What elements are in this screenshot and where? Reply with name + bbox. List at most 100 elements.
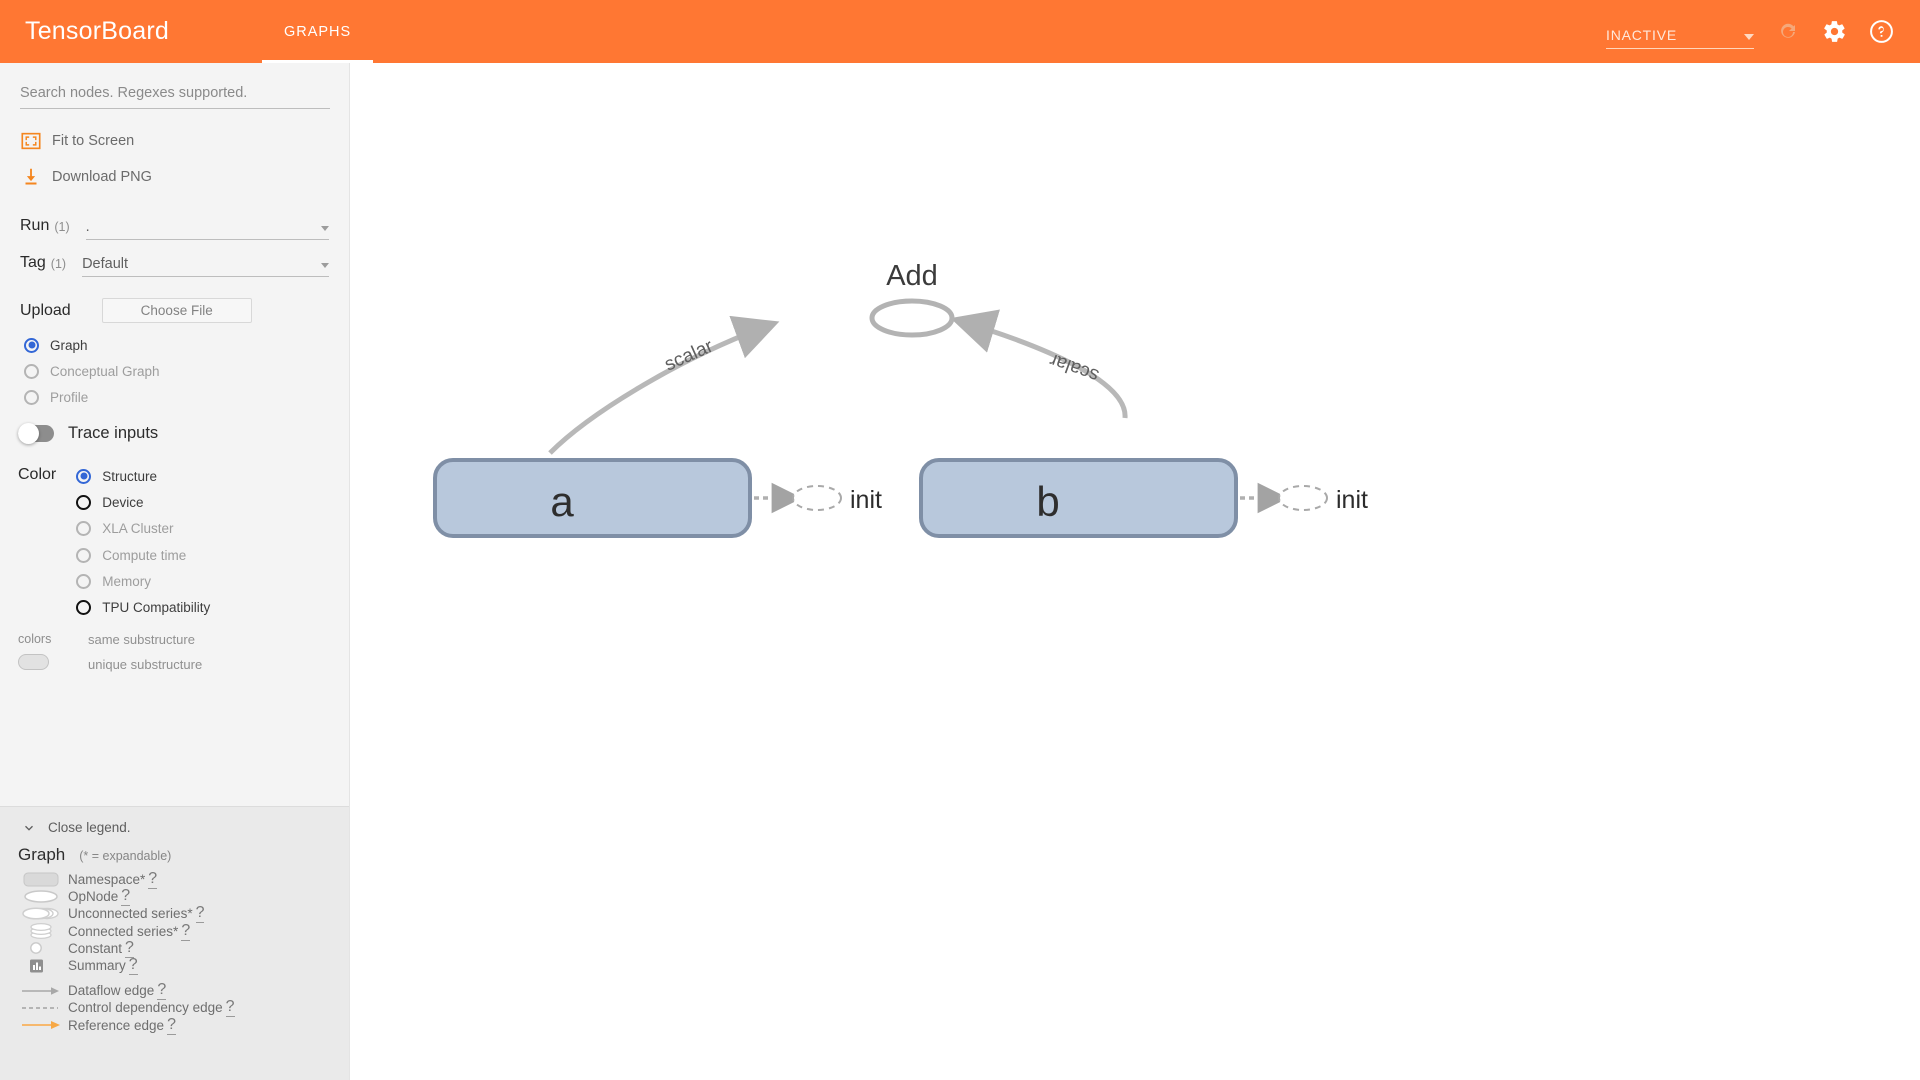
legend-help-namespace[interactable]: ? <box>148 870 158 890</box>
legend-help-dataflow-edge[interactable]: ? <box>157 981 167 1001</box>
legend-item-reference-edge-label: Reference edge <box>68 1017 165 1033</box>
legend-title: Graph <box>18 845 66 864</box>
node-init-b[interactable]: init <box>1278 485 1368 514</box>
help-icon[interactable] <box>1869 19 1894 44</box>
legend-item-unconnected-series: Unconnected series* ? <box>18 904 349 924</box>
legend-item-summary-label: Summary <box>68 958 126 974</box>
close-legend-button[interactable]: Close legend. <box>22 820 349 835</box>
graph-canvas[interactable]: scalar scalar Add a b init <box>350 63 1920 1080</box>
refresh-icon[interactable] <box>1776 20 1800 44</box>
graph-svg: scalar scalar Add a b init <box>433 260 1368 538</box>
node-a-label: a <box>550 478 574 525</box>
radio-structure[interactable]: Structure <box>76 463 210 489</box>
namespace-swatch-icon <box>18 872 64 887</box>
legend-subtitle: (* = expandable) <box>79 849 172 863</box>
same-substructure-label: same substructure <box>88 631 195 647</box>
download-icon <box>25 168 37 185</box>
legend-help-control-dependency-edge[interactable]: ? <box>225 998 235 1018</box>
radio-tpu-compatibility-label: TPU Compatibility <box>102 600 211 616</box>
search-input[interactable] <box>20 85 330 109</box>
unique-substructure-swatch-wrap <box>18 653 88 675</box>
radio-compute-time-label: Compute time <box>102 547 187 563</box>
node-init-a[interactable]: init <box>792 485 882 514</box>
control-dependency-edge-icon <box>18 1002 64 1014</box>
choose-file-button[interactable]: Choose File <box>101 298 252 323</box>
legend-item-control-dependency-edge: Control dependency edge ? <box>18 998 349 1018</box>
dropdown-underline <box>1606 47 1754 49</box>
radio-device-indicator <box>76 494 92 510</box>
legend-item-dataflow-edge-label: Dataflow edge <box>68 983 155 999</box>
legend-item-control-dependency-edge-label: Control dependency edge <box>68 1000 223 1016</box>
legend-item-connected-series: Connected series* ? <box>18 921 349 941</box>
legend-item-namespace-label: Namespace* <box>68 872 146 888</box>
legend-help-constant[interactable]: ? <box>125 938 134 958</box>
run-selector[interactable]: Run (1) . <box>20 207 329 240</box>
legend-help-opnode[interactable]: ? <box>121 887 131 907</box>
node-b-label: b <box>1036 478 1059 525</box>
radio-xla-cluster-label: XLA Cluster <box>102 521 174 537</box>
run-selector-count: (1) <box>54 220 70 234</box>
tab-graphs[interactable]: GRAPHS <box>261 0 374 63</box>
app-header: TensorBoard GRAPHS INACTIVE <box>0 0 1920 63</box>
fit-to-screen-icon <box>21 132 41 150</box>
radio-conceptual-graph-label: Conceptual Graph <box>50 363 160 379</box>
color-section-label: Color <box>18 466 57 483</box>
chevron-down-icon <box>321 226 329 231</box>
legend-item-constant-label: Constant <box>68 940 123 956</box>
nav-tabs: GRAPHS <box>261 0 374 63</box>
colors-unique-substructure-row: unique substructure <box>18 652 349 677</box>
node-init-a-shape <box>792 485 842 511</box>
node-add[interactable]: Add <box>869 260 955 338</box>
reference-edge-icon <box>18 1019 64 1031</box>
radio-conceptual-graph-indicator <box>24 363 39 379</box>
legend-help-unconnected-series[interactable]: ? <box>195 904 205 924</box>
upload-label: Upload <box>20 301 71 319</box>
radio-memory-label: Memory <box>102 573 151 589</box>
legend-item-opnode: OpNode ? <box>18 887 349 907</box>
tag-selector-box[interactable]: Default <box>82 251 329 277</box>
node-init-b-shape <box>1278 485 1328 511</box>
radio-xla-cluster-indicator <box>76 521 92 537</box>
unique-substructure-swatch <box>18 653 49 670</box>
fit-to-screen-button[interactable]: Fit to Screen <box>20 123 329 159</box>
color-section: Color Structure Device XLA Cluster Compu… <box>18 463 349 621</box>
legend-help-summary[interactable]: ? <box>128 956 138 976</box>
trace-inputs-track <box>18 423 54 444</box>
chevron-down-icon <box>321 263 329 268</box>
radio-graph[interactable]: Graph <box>24 332 349 358</box>
download-png-button[interactable]: Download PNG <box>20 159 329 195</box>
color-radio-group: Structure Device XLA Cluster Compute tim… <box>76 463 210 621</box>
radio-xla-cluster[interactable]: XLA Cluster <box>76 516 210 542</box>
run-selector-box[interactable]: . <box>85 214 329 240</box>
tag-selector[interactable]: Tag (1) Default <box>20 244 329 277</box>
legend-item-opnode-label: OpNode <box>68 889 119 905</box>
legend-help-reference-edge[interactable]: ? <box>167 1015 176 1035</box>
trace-inputs-toggle[interactable]: Trace inputs <box>18 423 349 444</box>
legend-help-connected-series[interactable]: ? <box>181 921 191 941</box>
node-a[interactable]: a <box>433 458 752 538</box>
radio-memory-indicator <box>76 573 92 589</box>
radio-compute-time[interactable]: Compute time <box>76 542 210 568</box>
run-state-dropdown[interactable]: INACTIVE <box>1606 15 1754 49</box>
node-b[interactable]: b <box>919 458 1238 538</box>
legend-panel: Close legend. Graph (* = expandable) Nam… <box>0 806 349 1080</box>
radio-profile-indicator <box>24 389 39 405</box>
run-selector-key: Run <box>20 217 50 234</box>
radio-profile[interactable]: Profile <box>24 384 349 410</box>
gear-icon[interactable] <box>1822 19 1847 44</box>
node-add-shape <box>869 298 955 338</box>
radio-graph-label: Graph <box>50 337 88 353</box>
radio-memory[interactable]: Memory <box>76 568 210 594</box>
node-add-label: Add <box>886 260 938 292</box>
opnode-ellipse-icon <box>18 889 64 904</box>
summary-icon <box>18 958 64 974</box>
legend-item-namespace: Namespace* ? <box>18 870 349 890</box>
radio-tpu-compatibility[interactable]: TPU Compatibility <box>76 594 210 620</box>
legend-item-dataflow-edge: Dataflow edge ? <box>18 981 349 1001</box>
radio-conceptual-graph[interactable]: Conceptual Graph <box>24 358 349 384</box>
fit-to-screen-label: Fit to Screen <box>52 133 135 149</box>
chevron-down-icon <box>1744 33 1754 40</box>
radio-device[interactable]: Device <box>76 489 210 515</box>
colors-same-substructure-row: colors same substructure <box>18 627 349 652</box>
connected-series-icon <box>18 922 64 940</box>
